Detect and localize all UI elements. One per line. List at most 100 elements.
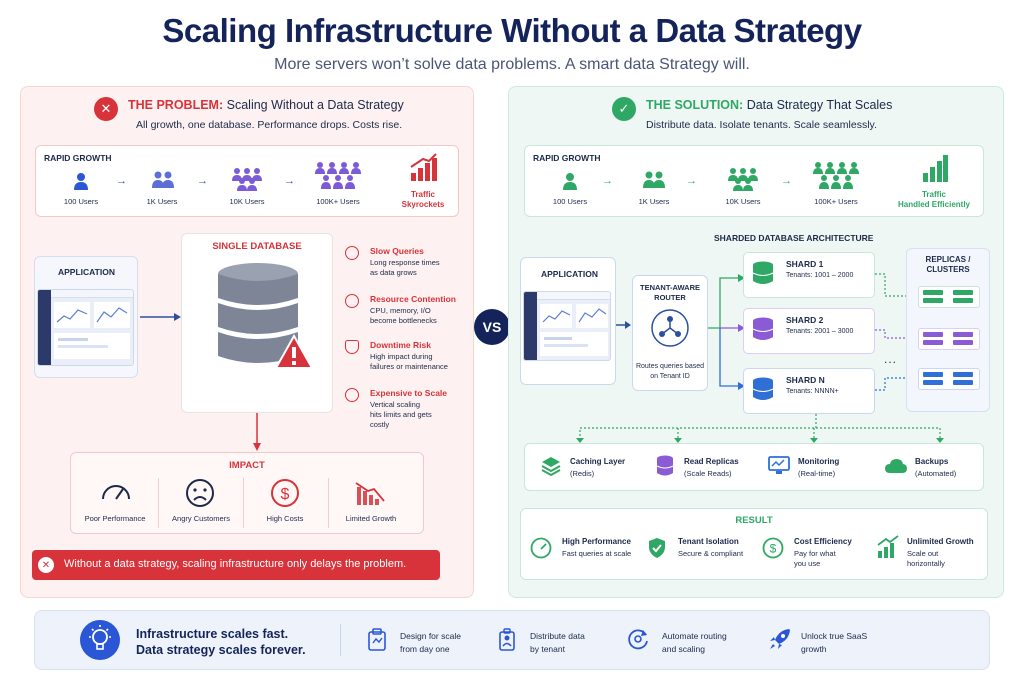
database-icon: [212, 262, 304, 377]
service-desc: (Real-time): [798, 469, 836, 478]
impact-item: Limited Growth: [345, 514, 397, 523]
service-desc: (Scale Reads): [684, 469, 732, 478]
close-icon: ✕: [38, 557, 54, 573]
shield-check-icon: [648, 537, 666, 564]
risk-desc-line: costly: [370, 420, 390, 429]
result-desc-line: horizontally: [907, 559, 945, 568]
service-desc: (Automated): [915, 469, 957, 478]
service-title: Caching Layer: [570, 457, 626, 466]
rising-bars-icon: [409, 153, 439, 183]
arrow-icon: →: [116, 175, 127, 187]
architecture-label: SHARDED DATABASE ARCHITECTURE: [714, 233, 874, 243]
growth-step: 100K+ Users: [814, 197, 858, 206]
check-icon: ✓: [612, 97, 636, 121]
sad-face-icon: [185, 478, 215, 513]
result-title: Cost Efficiency: [794, 537, 852, 546]
service-title: Backups: [915, 457, 949, 466]
growth-step: 1K Users: [146, 197, 178, 206]
result-card: [520, 508, 988, 580]
page-subtitle: More servers won’t solve data problems. …: [274, 56, 750, 73]
router-desc: Routes queries based on Tenant ID: [632, 362, 708, 382]
risk-title: Expensive to Scale: [370, 388, 448, 398]
rising-bars-icon: [922, 153, 948, 183]
risk-title: Downtime Risk: [370, 340, 431, 350]
monitor-icon: [768, 456, 790, 481]
result-title: High Performance: [562, 537, 631, 546]
service-title: Read Replicas: [684, 457, 739, 466]
gauge-icon: [100, 479, 132, 506]
growth-step: 100K+ Users: [316, 197, 360, 206]
shard-name: SHARD 2: [786, 315, 824, 325]
database-icon: [656, 455, 674, 482]
growth-step: 10K Users: [229, 197, 265, 206]
arrow-icon: →: [686, 175, 697, 187]
dollar-alert-icon: [345, 388, 359, 402]
problem-heading-strong: THE PROBLEM:: [128, 98, 224, 112]
network-icon: [650, 308, 690, 353]
problem-heading-rest: Scaling Without a Data Strategy: [226, 98, 404, 112]
svg-text:$: $: [281, 486, 290, 503]
arrow-icon: →: [781, 175, 792, 187]
footer-item: Automate routing and scaling: [662, 630, 727, 656]
impact-item: High Costs: [266, 514, 304, 523]
service-title: Monitoring: [798, 457, 840, 466]
problem-growth-label: RAPID GROWTH: [44, 153, 112, 163]
users-crowd-icon: [314, 161, 362, 189]
risk-desc-line: Long response times: [370, 258, 440, 267]
solution-growth-label: RAPID GROWTH: [533, 153, 601, 163]
risk-desc-line: as data grows: [370, 268, 417, 277]
result-desc-line: Pay for what: [794, 549, 836, 558]
replica-server: [918, 286, 980, 308]
divider: [243, 478, 244, 528]
result-title: Unlimited Growth: [907, 537, 974, 546]
result-desc: Secure & compliant: [678, 549, 744, 558]
design-icon: [364, 626, 390, 652]
divider: [158, 478, 159, 528]
growth-result-line: Handled Efficiently: [897, 200, 970, 209]
divider: [340, 624, 341, 656]
problem-banner-text: Without a data strategy, scaling infrast…: [64, 558, 407, 570]
footer-item-line: Design for scale: [400, 631, 461, 641]
footer-item-line: Automate routing: [662, 631, 727, 641]
footer-item-line: growth: [801, 644, 827, 654]
risk-desc: CPU, memory, I/O become bottlenecks: [370, 306, 437, 326]
svg-text:$: $: [770, 542, 777, 556]
footer-main: Infrastructure scales fast. Data strateg…: [136, 626, 306, 658]
clock-icon: [345, 246, 359, 260]
falling-chart-icon: [354, 479, 386, 512]
router-label-line: TENANT-AWARE: [640, 283, 700, 292]
dollar-icon: $: [270, 478, 300, 513]
impact-item: Angry Customers: [172, 514, 230, 523]
vs-badge: VS: [474, 309, 510, 345]
replicas-label-line: CLUSTERS: [926, 265, 970, 274]
growth-step: 10K Users: [725, 197, 761, 206]
router-desc-line: Routes queries based: [635, 363, 705, 370]
services-connectors: [576, 414, 944, 443]
replica-server: [918, 328, 980, 350]
footer-item: Unlock true SaaS growth: [801, 630, 867, 656]
growth-result: Traffic Skyrockets: [398, 190, 448, 210]
shard-name: SHARD N: [786, 375, 825, 385]
risk-desc: Long response times as data grows: [370, 258, 440, 278]
problem-heading: THE PROBLEM: Scaling Without a Data Stra…: [128, 98, 404, 112]
footer-item-line: by tenant: [530, 644, 565, 654]
layers-icon: [541, 456, 561, 481]
shield-alert-icon: [345, 340, 359, 354]
risk-desc-line: CPU, memory, I/O: [370, 306, 431, 315]
result-desc: Pay for what you use: [794, 549, 836, 569]
router-desc-line: on Tenant ID: [650, 373, 690, 380]
solution-subheading: Distribute data. Isolate tenants. Scale …: [646, 119, 877, 131]
impact-label: IMPACT: [229, 460, 265, 471]
replica-server: [918, 368, 980, 390]
footer-main-line: Data strategy scales forever.: [136, 643, 306, 657]
risk-desc-line: failures or maintenance: [370, 362, 448, 371]
users-group-icon: [231, 167, 263, 191]
application-label: APPLICATION: [58, 267, 115, 277]
replicas-label-line: REPLICAS /: [925, 255, 971, 264]
risk-desc-line: hits limits and gets: [370, 410, 432, 419]
arrow-icon: →: [602, 175, 613, 187]
footer-main-line: Infrastructure scales fast.: [136, 627, 289, 641]
divider: [328, 478, 329, 528]
growth-step: 100 Users: [552, 197, 588, 206]
impact-item: Poor Performance: [84, 514, 146, 523]
